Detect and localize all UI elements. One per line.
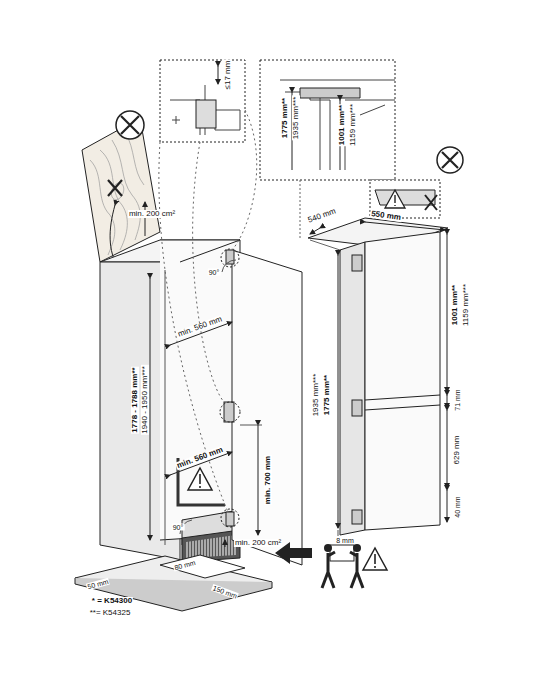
dimension-label: 1935 mm*** bbox=[292, 96, 300, 141]
dimension-label: 1775 mm** bbox=[281, 97, 289, 139]
dimension-label: 1778 - 1788 mm** bbox=[131, 366, 139, 433]
dimension-label: 1940 - 1950 mm*** bbox=[141, 365, 149, 435]
dimension-label: ≤17 mm bbox=[224, 60, 232, 91]
dimension-label: 40 mm bbox=[454, 495, 461, 518]
dimension-label: 1159 mm*** bbox=[349, 103, 357, 147]
dimension-label: * = K54300 bbox=[91, 597, 133, 605]
dimension-label: 8 mm bbox=[335, 537, 355, 544]
dimension-label: min. 700 mm bbox=[264, 455, 272, 505]
dimension-label: 540 mm bbox=[306, 207, 338, 225]
dimension-label: min. 200 cm² bbox=[234, 539, 282, 547]
dimension-label: 1775 mm** bbox=[323, 374, 331, 416]
dimension-label: 71 mm bbox=[454, 388, 461, 411]
dimension-label: min. 200 cm² bbox=[128, 210, 176, 218]
dimension-label: 1001 mm** bbox=[338, 104, 346, 146]
dimension-label: 1159 mm*** bbox=[462, 283, 470, 327]
dimension-label: **= K54325 bbox=[89, 609, 132, 617]
dimension-label: 90° bbox=[208, 269, 221, 276]
dimension-label: 629 mm bbox=[453, 435, 461, 466]
dimension-label: 90° bbox=[172, 524, 185, 531]
dimension-label: 1001 mm** bbox=[451, 284, 459, 326]
dimension-label: 1935 mm*** bbox=[312, 373, 320, 418]
